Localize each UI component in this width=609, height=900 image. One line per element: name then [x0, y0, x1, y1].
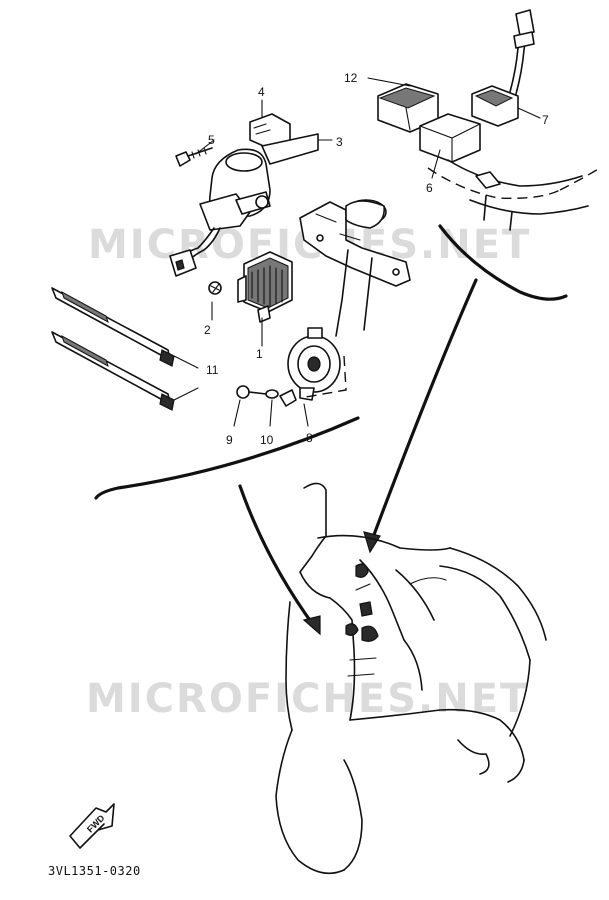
callout-3: 3: [336, 135, 343, 149]
screw-and-washer: [236, 385, 297, 407]
bolt-5: [175, 151, 191, 167]
callout-6: 6: [426, 181, 433, 195]
callout-7: 7: [542, 113, 549, 127]
scooter-outline: [275, 482, 547, 875]
location-indicators: [94, 224, 568, 636]
drawing-code: 3VL1351-0320: [48, 864, 141, 878]
callout-5: 5: [208, 133, 215, 147]
callout-2: 2: [204, 323, 211, 337]
cable-ties: [51, 287, 175, 411]
leader-lines: [173, 77, 541, 427]
callout-9: 9: [226, 433, 233, 447]
main-switch-assembly: [169, 113, 319, 277]
callout-10: 10: [260, 433, 274, 447]
regulator-assembly: [208, 251, 293, 323]
fwd-badge: FWD: [69, 803, 115, 849]
relay-assembly: [377, 9, 601, 231]
horn-assembly: [287, 327, 347, 401]
horn-bracket: [299, 199, 411, 337]
callout-4: 4: [258, 85, 265, 99]
forward-arrow-icon: [69, 803, 115, 849]
callout-1: 1: [256, 347, 263, 361]
callout-11: 11: [206, 363, 219, 377]
callout-12: 12: [344, 71, 358, 85]
key-cover: [261, 133, 319, 165]
callout-numbers: 1 2 3 4 5 6 7 8 9 10 11 12: [204, 71, 549, 447]
watermark-bottom: MICROFICHES.NET: [86, 676, 529, 722]
